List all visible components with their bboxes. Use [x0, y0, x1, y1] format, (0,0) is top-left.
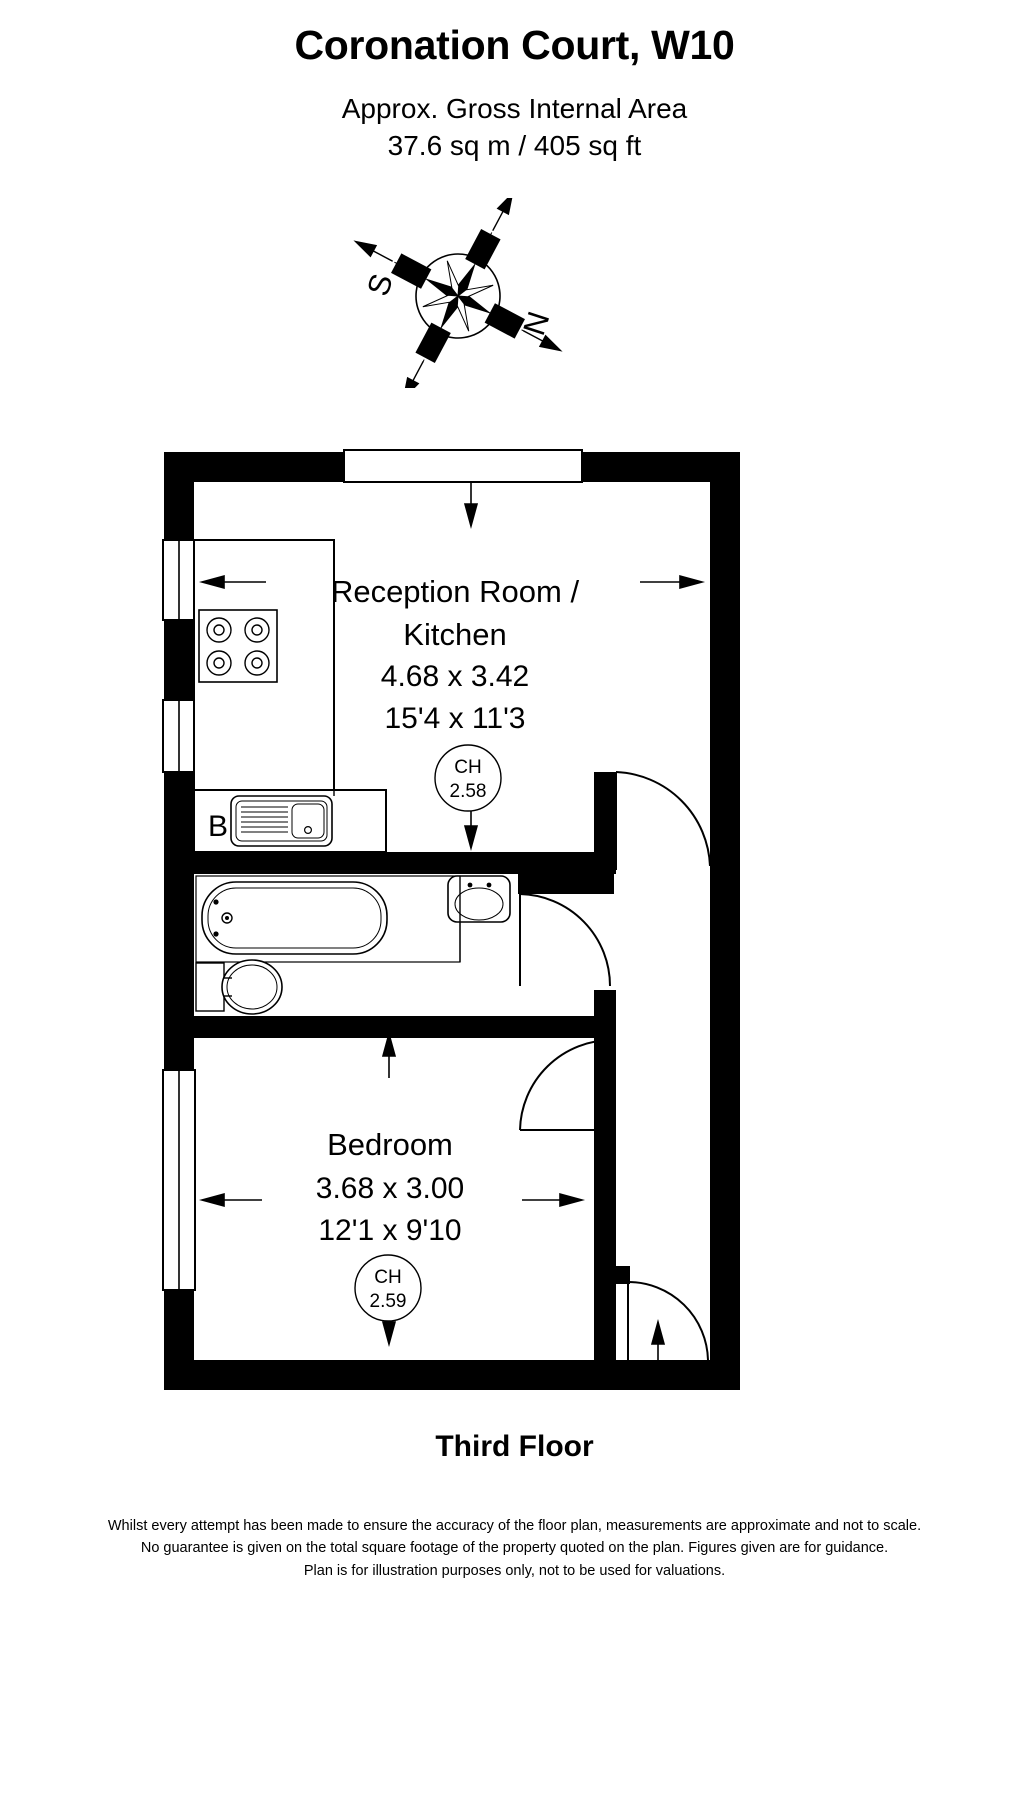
- reception-name-line1: Reception Room /: [331, 574, 580, 609]
- room-label-bedroom: Bedroom 3.68 x 3.00 12'1 x 9'10 CH 2.59: [316, 1127, 464, 1322]
- bathroom-fittings: [195, 875, 511, 1015]
- dim-entry-lower: [650, 1318, 666, 1360]
- compass-rose: S N: [330, 198, 600, 388]
- dim-reception-left: [198, 574, 266, 590]
- door-jambs: [594, 860, 630, 1360]
- area-label: Approx. Gross Internal Area: [341, 93, 688, 125]
- door-hall-entry: [615, 771, 711, 870]
- ch-circle: [354, 1254, 422, 1322]
- reception-imperial: 15'4 x 11'3: [384, 702, 525, 735]
- disclaimer: Whilst every attempt has been made to en…: [0, 1515, 1029, 1582]
- compass-group: [353, 198, 563, 388]
- bedroom-ch-label: CH: [374, 1267, 401, 1288]
- page-title: Coronation Court, W10: [294, 22, 735, 68]
- area-value: 37.6 sq m / 405 sq ft: [387, 130, 642, 162]
- dim-bedroom-right: [522, 1192, 586, 1208]
- bedroom-metric: 3.68 x 3.00: [316, 1172, 464, 1205]
- bedroom-ch-value: 2.59: [370, 1291, 407, 1312]
- room-label-reception: Reception Room / Kitchen 4.68 x 3.42 15'…: [331, 574, 580, 812]
- reception-ch-value: 2.58: [450, 781, 487, 802]
- compass-axes: [387, 225, 529, 367]
- doors: [519, 771, 711, 1361]
- basin-icon: [447, 875, 511, 923]
- compass-arrows: [353, 198, 563, 388]
- interior-outlines: [333, 540, 461, 962]
- disclaimer-line-1: Whilst every attempt has been made to en…: [107, 1518, 922, 1534]
- bedroom-imperial: 12'1 x 9'10: [318, 1214, 461, 1247]
- compass-svg: S N: [353, 198, 563, 388]
- window-top: [343, 449, 583, 483]
- door-bathroom: [519, 893, 611, 987]
- toilet-icon: [195, 959, 283, 1015]
- area-summary: Approx. Gross Internal Area 37.6 sq m / …: [0, 91, 1029, 165]
- disclaimer-line-2: No guarantee is given on the total squar…: [140, 1540, 889, 1557]
- compass-star: [422, 260, 494, 332]
- dim-reception-top: [463, 482, 479, 530]
- floor-plan-drawing: B: [0, 430, 1029, 1440]
- reception-metric: 4.68 x 3.42: [381, 660, 529, 693]
- bathtub-icon: [201, 881, 388, 955]
- reception-ceiling-height: CH 2.58: [434, 744, 502, 812]
- plan-svg: B: [162, 449, 740, 1390]
- page-header: Coronation Court, W10 Approx. Gross Inte…: [0, 0, 1029, 165]
- ch-circle: [434, 744, 502, 812]
- disclaimer-line-3: Plan is for illustration purposes only, …: [303, 1562, 726, 1579]
- door-lower-right: [627, 1281, 709, 1361]
- hob-icon: [198, 609, 278, 683]
- compass-label-north: N: [516, 307, 556, 339]
- bedroom-name-line1: Bedroom: [327, 1127, 453, 1162]
- reception-ch-label: CH: [454, 757, 481, 778]
- floor-level-label: Third Floor: [435, 1430, 594, 1463]
- dim-bedroom-left: [198, 1192, 262, 1208]
- dim-bedroom-top: [381, 1030, 397, 1078]
- boiler-label: B: [208, 810, 228, 843]
- dim-reception-right: [640, 574, 706, 590]
- sink-icon: [230, 795, 333, 847]
- bedroom-ceiling-height: CH 2.59: [354, 1254, 422, 1322]
- reception-name-line2: Kitchen: [403, 617, 506, 652]
- dimension-arrows: [198, 482, 706, 1360]
- door-bedroom: [519, 1039, 613, 1131]
